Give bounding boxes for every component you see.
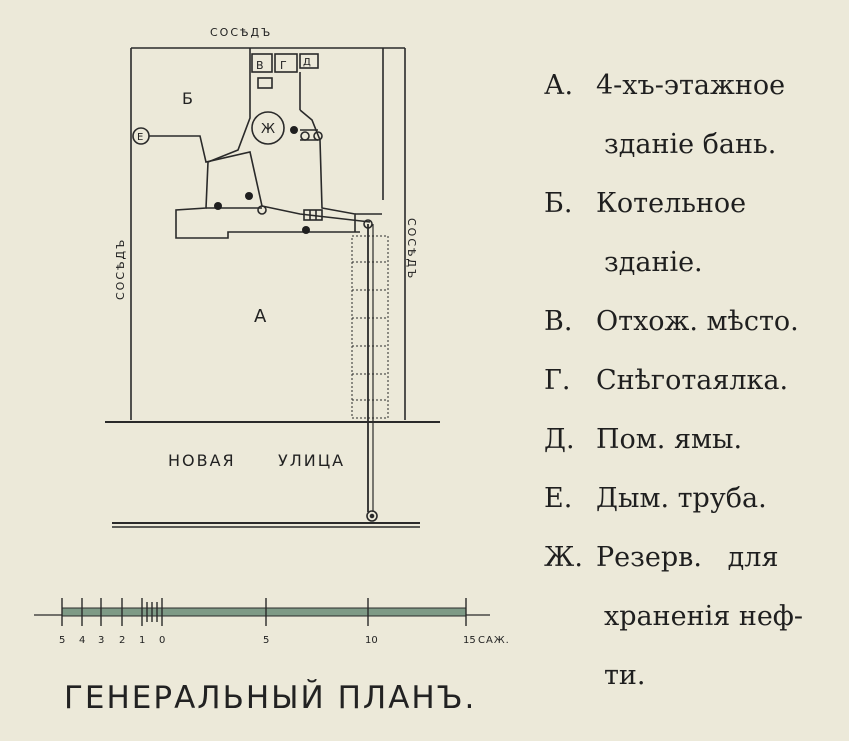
street-name-word-2: УЛИЦА — [278, 451, 345, 470]
scale-tick-label: 4 — [79, 635, 85, 646]
legend-letter: Ж. — [544, 542, 583, 573]
scale-tick-label: 10 — [365, 635, 378, 646]
neighbor-left-label: СОСѢДЪ — [114, 238, 127, 300]
legend-item: Д. Пом. ямы. — [544, 410, 844, 469]
legend-text: зданіе. — [604, 247, 703, 278]
room-a-label: А — [254, 306, 267, 327]
room-d-box — [299, 53, 319, 69]
legend-text: Дым. труба. — [596, 483, 767, 514]
room-g-box — [274, 53, 298, 73]
legend: А. 4-хъ-этажное зданіе бань. Б. Котельное зда… — [544, 56, 844, 705]
pipe-fitting — [303, 209, 323, 221]
legend-letter: Д. — [544, 424, 575, 455]
boiler-building-outline — [175, 100, 360, 239]
legend-item: ти. — [544, 646, 844, 705]
legend-text: ти. — [604, 660, 646, 691]
legend-item: Е. Дым. труба. — [544, 469, 844, 528]
legend-item: храненія неф- — [544, 587, 844, 646]
scale-tick-label: 5 — [59, 635, 65, 646]
legend-text: храненія неф- — [604, 601, 804, 632]
page-title: ГЕНЕРАЛЬНЫЙ ПЛАНЪ. — [64, 680, 477, 716]
scale-tick-label: 2 — [119, 635, 125, 646]
legend-text: Котельное — [596, 188, 747, 219]
flue-line — [149, 135, 371, 223]
scale-tick-label: 0 — [159, 635, 165, 646]
chimney-circle — [132, 127, 150, 145]
scale-tick-label: 1 — [139, 635, 145, 646]
legend-text: Снѣготаялка. — [596, 365, 789, 396]
legend-letter: А. — [544, 70, 574, 101]
legend-item: В. Отхож. мѣсто. — [544, 292, 844, 351]
legend-letter: Г. — [544, 365, 571, 396]
legend-text: 4-хъ-этажное — [596, 70, 786, 101]
legend-item: А. 4-хъ-этажное — [544, 56, 844, 115]
legend-item: Б. Котельное — [544, 174, 844, 233]
legend-item: Г. Снѣготаялка. — [544, 351, 844, 410]
valve-marker — [257, 205, 267, 215]
neighbor-top-label: СОСѢДЪ — [210, 26, 272, 39]
room-d-label: Д — [303, 57, 311, 68]
boiler-building-outline-2 — [299, 109, 356, 232]
oil-reservoir-circle — [251, 111, 285, 145]
room-v-box — [251, 53, 273, 73]
scale-tick-label: 5 — [263, 635, 269, 646]
room-g-label: Г — [280, 59, 287, 72]
valve-marker — [313, 131, 323, 141]
legend-text: Резерв. для — [596, 542, 779, 573]
scale-tick-label: 15 — [463, 635, 476, 646]
legend-text: Отхож. мѣсто. — [596, 306, 799, 337]
scale-tick-label: 3 — [98, 635, 104, 646]
legend-item: зданіе. — [544, 233, 844, 292]
legend-text: зданіе бань. — [604, 129, 777, 160]
room-v-fixture — [257, 77, 273, 89]
room-v-label: В — [256, 59, 264, 72]
legend-text: Пом. ямы. — [596, 424, 743, 455]
legend-letter: Б. — [544, 188, 573, 219]
street-connection-marker — [366, 510, 378, 522]
valve-marker — [363, 219, 373, 229]
room-b-label: Б — [182, 89, 193, 108]
legend-letter: В. — [544, 306, 573, 337]
room-e-label: Е — [137, 132, 143, 143]
equipment-dots — [214, 126, 310, 234]
room-zh-label: Ж — [261, 122, 275, 137]
legend-item: Ж. Резерв. для — [544, 528, 844, 587]
legend-item: зданіе бань. — [544, 115, 844, 174]
drain-cells — [351, 235, 389, 419]
valve-marker — [300, 131, 310, 141]
scale-unit-label: САЖ. — [478, 635, 510, 646]
street-name-word-1: НОВАЯ — [168, 451, 236, 470]
legend-letter: Е. — [544, 483, 573, 514]
neighbor-right-label: СОСѢДЪ — [405, 218, 418, 280]
